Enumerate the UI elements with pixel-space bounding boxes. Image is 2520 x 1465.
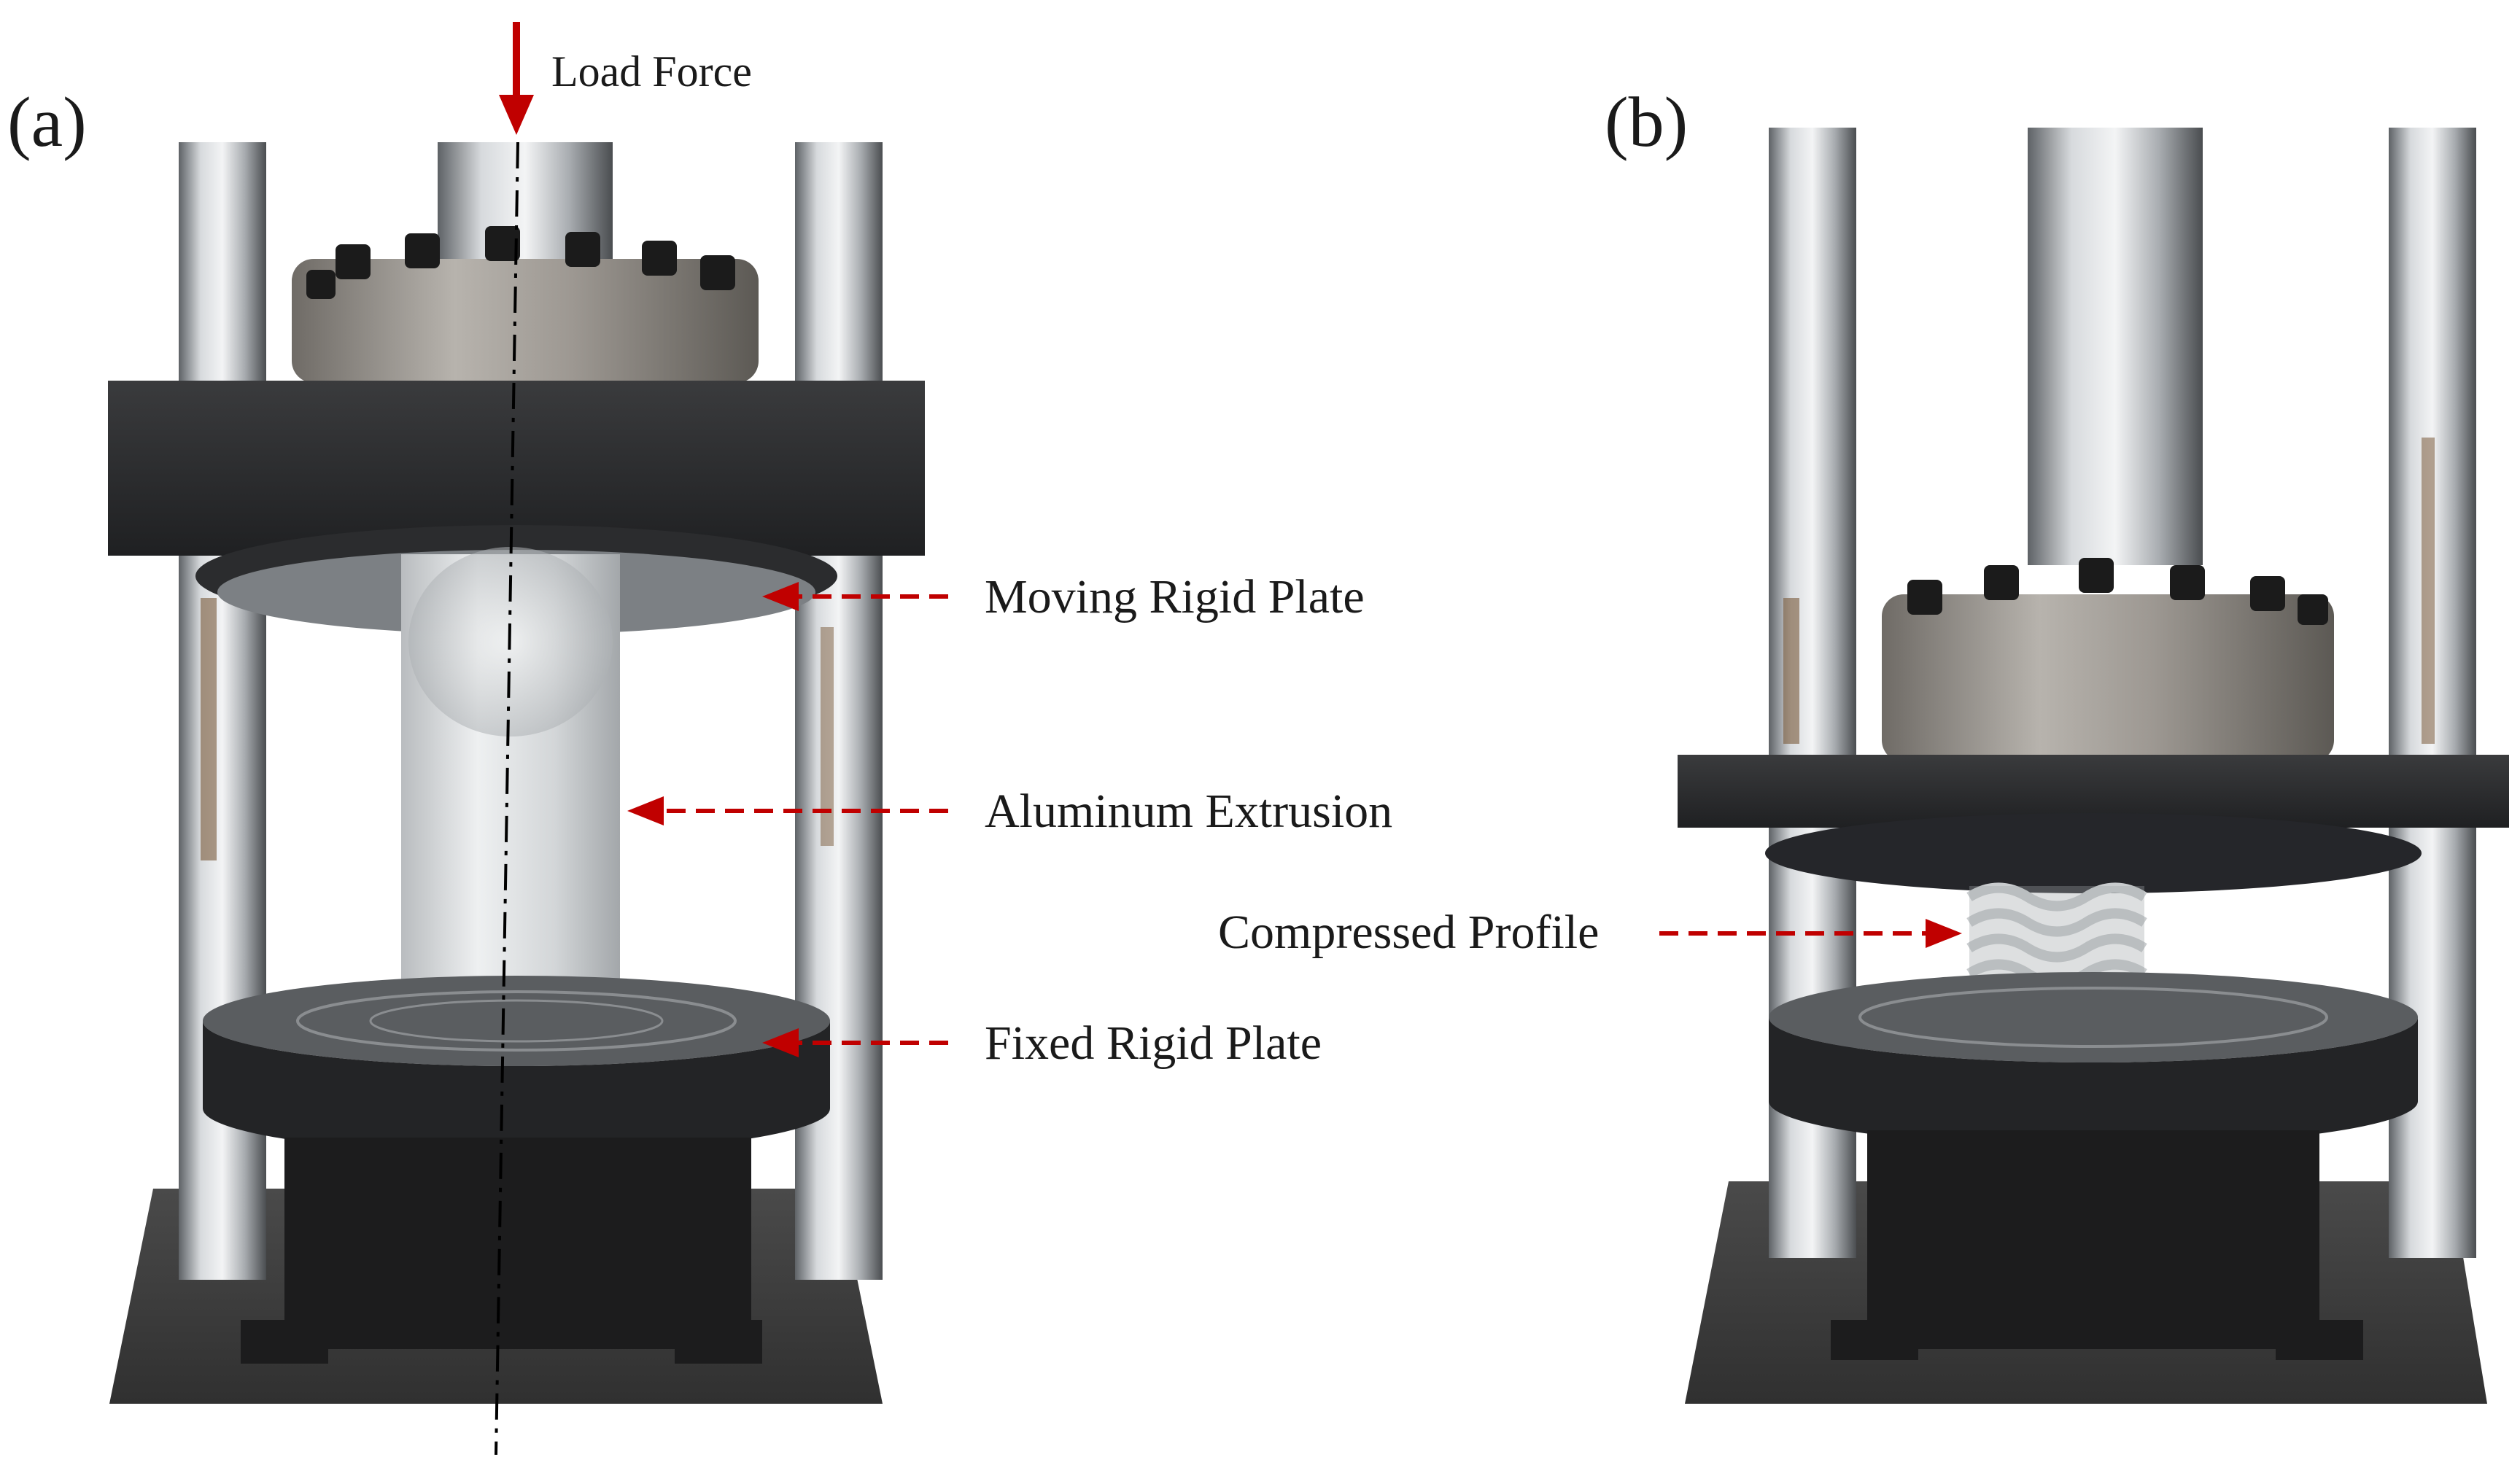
fixed-rigid-plate-rim-b (1769, 1017, 2418, 1146)
callout-fixed-plate: Fixed Rigid Plate (762, 1017, 1322, 1070)
pedestal-foot-b (1831, 1320, 1918, 1360)
callout-compressed-profile-label: Compressed Profile (1218, 906, 1599, 959)
bolt-row-a (306, 226, 735, 299)
flange-a (292, 259, 759, 383)
rust-streak-a (201, 598, 217, 860)
panel-b: (b) Compressed Profile (1218, 83, 2509, 1404)
fixed-rigid-plate-rim-a (203, 1021, 830, 1154)
callout-fixed-plate-label: Fixed Rigid Plate (985, 1017, 1322, 1070)
moving-rigid-plate-b (1765, 813, 2422, 893)
callout-arrowhead (627, 796, 664, 825)
pedestal-foot-a (675, 1320, 762, 1364)
callout-arrowhead (762, 1028, 799, 1057)
callout-arrowhead (1926, 919, 1962, 948)
callout-extrusion-label: Aluminum Extrusion (985, 785, 1392, 838)
panel-a-tag: (a) (7, 83, 87, 162)
rust-streak-a (821, 627, 834, 846)
callout-arrowhead (762, 582, 799, 611)
fixed-rigid-plate-top-b (1769, 972, 2418, 1062)
flange-b (1882, 594, 2334, 762)
load-force-arrowhead (499, 95, 534, 135)
callout-extrusion: Aluminum Extrusion (627, 785, 1392, 838)
panel-b-tag: (b) (1605, 83, 1688, 162)
loading-axis-centerline (495, 141, 519, 1456)
load-force-label: Load Force (551, 47, 752, 96)
pedestal-foot-b (2276, 1320, 2363, 1360)
panel-b-photo (1678, 128, 2509, 1404)
fixed-plate-ring-a (369, 999, 664, 1043)
callout-moving-plate: Moving Rigid Plate (762, 570, 1365, 623)
rust-streak-b (1783, 598, 1799, 744)
pedestal-foot-a (241, 1320, 328, 1364)
fixed-plate-ring-b (1858, 987, 2328, 1048)
lower-pedestal-a (284, 1138, 751, 1349)
panel-a: Load Force (a) Moving Rigid Plate Alumin… (7, 22, 1392, 1456)
fixed-rigid-plate-top-a (203, 976, 830, 1066)
ram-column-b (2028, 128, 2203, 565)
lower-pedestal-b (1867, 1130, 2319, 1349)
callout-compressed-profile: Compressed Profile (1218, 906, 1962, 959)
callout-moving-plate-label: Moving Rigid Plate (985, 570, 1365, 623)
rust-streak-b (2422, 438, 2435, 744)
panel-a-photo (108, 142, 925, 1404)
bolt-row-b (1907, 558, 2328, 625)
fixed-plate-ring-a (296, 990, 737, 1052)
